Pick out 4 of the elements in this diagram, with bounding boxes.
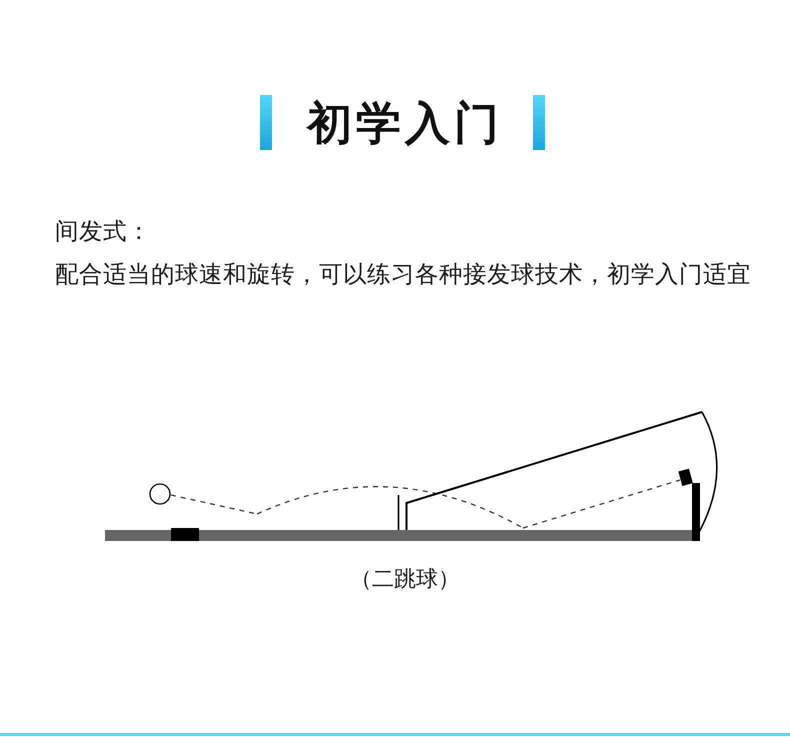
heading-text: 间发式：: [55, 219, 151, 245]
caption: （二跳球）: [350, 568, 460, 592]
title: 初学入门: [307, 100, 503, 146]
description-text: 配合适当的球速和旋转，可以练习各种接发球技术，初学入门适宜: [55, 262, 751, 288]
